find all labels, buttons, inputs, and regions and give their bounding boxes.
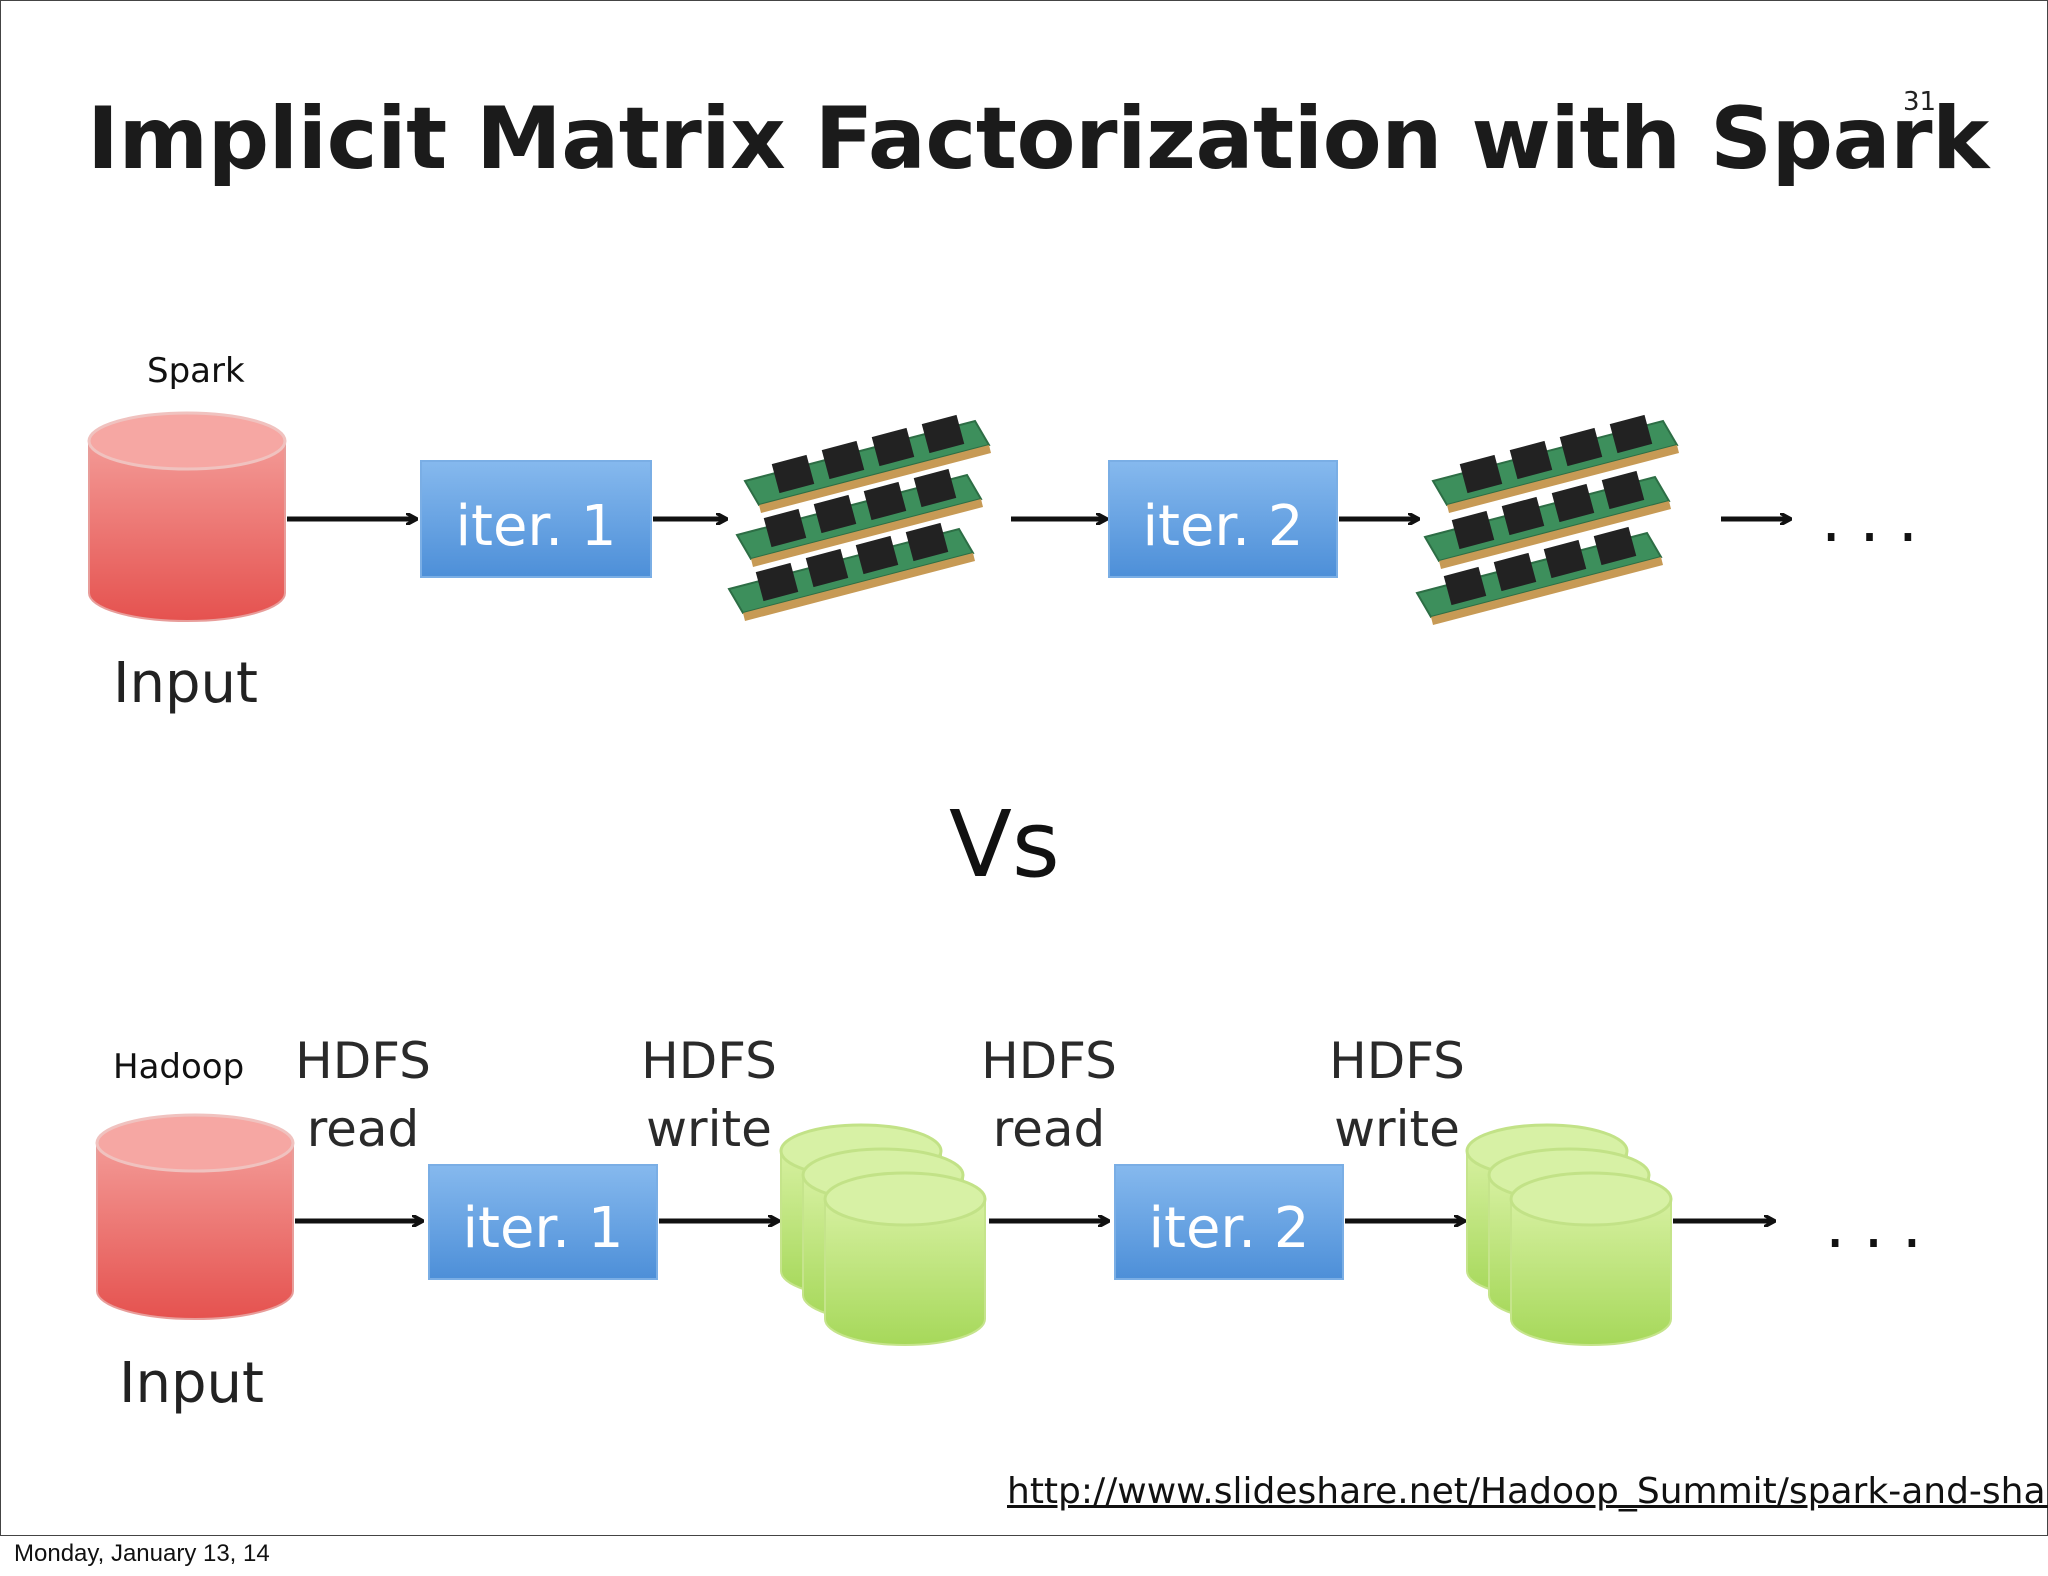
hdfs-step-3-line2: read (992, 1100, 1106, 1158)
spark-iter1-text: iter. 1 (455, 494, 616, 559)
hdfs-write-cylinders-1 (779, 1123, 987, 1347)
spark-label: Spark (147, 351, 245, 391)
hadoop-input-label: Input (119, 1351, 265, 1416)
hadoop-iter1-box: iter. 1 (428, 1164, 658, 1280)
hadoop-label: Hadoop (113, 1047, 245, 1087)
hdfs-write-cylinders-2 (1465, 1123, 1673, 1347)
page-number: 31 (1903, 87, 1937, 117)
hdfs-step-2-line1: HDFS (641, 1032, 777, 1090)
hadoop-input-cylinder (95, 1113, 295, 1320)
diagram-canvas: iter. 1 iter. 2 ... iter. 1 (87, 411, 1940, 1347)
hadoop-iter2-text: iter. 2 (1148, 1196, 1309, 1261)
hdfs-step-4: HDFS write (1297, 1027, 1497, 1163)
hdfs-step-2: HDFS write (609, 1027, 809, 1163)
vs-label: Vs (949, 791, 1060, 898)
hadoop-iter1-text: iter. 1 (462, 1196, 623, 1261)
hdfs-step-1-line1: HDFS (295, 1032, 431, 1090)
spark-ellipsis: ... (1821, 483, 1936, 557)
spark-input-label: Input (113, 651, 259, 716)
hdfs-step-3: HDFS read (949, 1027, 1149, 1163)
spark-memory-2 (1416, 413, 1680, 626)
slide: Implicit Matrix Factorization with Spark… (0, 0, 2048, 1536)
spark-memory-1 (728, 413, 992, 622)
hadoop-iter2-box: iter. 2 (1114, 1164, 1344, 1280)
hdfs-step-2-line2: write (646, 1100, 772, 1158)
hdfs-step-4-line1: HDFS (1329, 1032, 1465, 1090)
source-link[interactable]: http://www.slideshare.net/Hadoop_Summit/… (1007, 1471, 2048, 1512)
spark-iter1-box: iter. 1 (420, 460, 652, 578)
hdfs-step-1-line2: read (306, 1100, 420, 1158)
hdfs-step-1: HDFS read (263, 1027, 463, 1163)
hdfs-step-3-line1: HDFS (981, 1032, 1117, 1090)
hdfs-step-4-line2: write (1334, 1100, 1460, 1158)
spark-iter2-box: iter. 2 (1108, 460, 1338, 578)
spark-iter2-text: iter. 2 (1142, 494, 1303, 559)
footer-date: Monday, January 13, 14 (14, 1540, 270, 1567)
spark-input-cylinder (87, 411, 287, 622)
slide-title: Implicit Matrix Factorization with Spark (87, 89, 1989, 189)
hadoop-ellipsis: ... (1825, 1189, 1940, 1263)
